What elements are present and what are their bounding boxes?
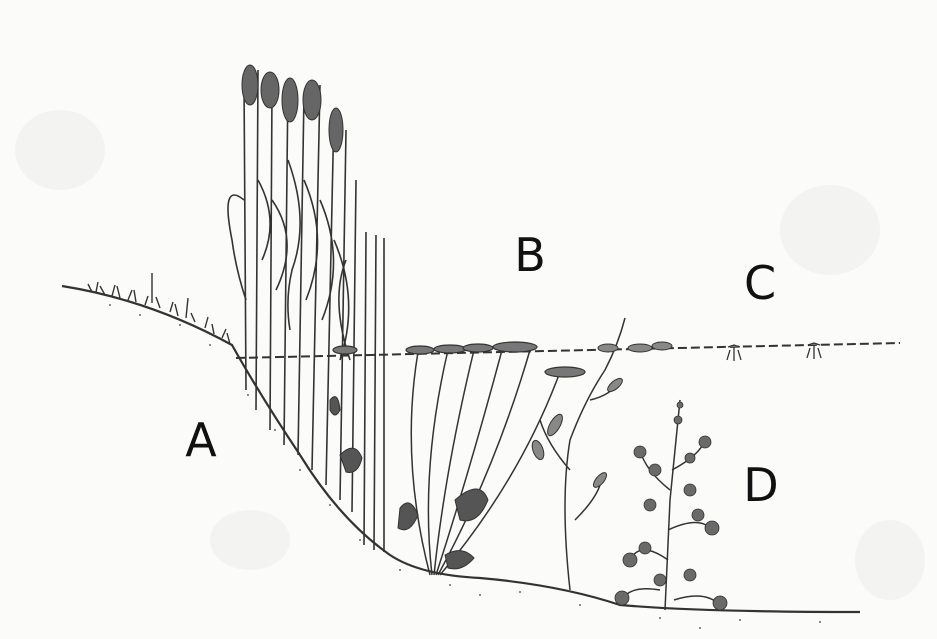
submerged-plant-stems bbox=[622, 400, 720, 610]
lily-pads bbox=[333, 342, 585, 377]
zone-label-b: B bbox=[514, 232, 546, 278]
zone-label-c: C bbox=[744, 260, 776, 306]
submerged-plant-foliage bbox=[615, 402, 727, 610]
pondweed bbox=[540, 318, 625, 590]
background-texture bbox=[15, 110, 925, 600]
zone-label-d: D bbox=[743, 462, 778, 508]
floating-leaf-stems bbox=[411, 350, 560, 575]
arrowhead-leaves bbox=[330, 397, 362, 473]
zone-label-a: A bbox=[185, 417, 216, 463]
rush-stems bbox=[364, 232, 384, 552]
